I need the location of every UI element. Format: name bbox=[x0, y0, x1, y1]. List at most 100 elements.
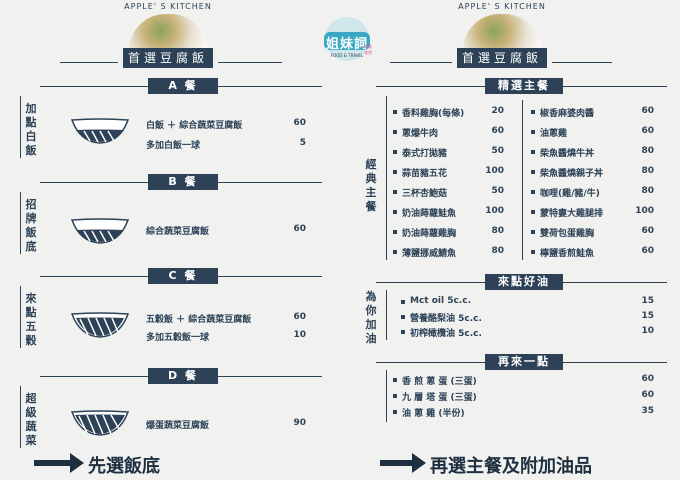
menu-item: 柴魚醬燒親子丼 bbox=[540, 169, 604, 179]
menu-item: 爆蛋蔬菜豆腐飯 bbox=[146, 421, 210, 431]
bullet-icon bbox=[393, 394, 397, 398]
bullet-icon bbox=[531, 110, 535, 114]
item-price: 10 bbox=[293, 330, 306, 340]
menu-item: 香 煎 蔥 蛋 (三蛋) bbox=[402, 377, 477, 387]
item-price: 60 bbox=[641, 374, 654, 384]
side-rule bbox=[386, 96, 387, 260]
bullet-icon bbox=[393, 230, 397, 234]
item-price: 80 bbox=[641, 146, 654, 156]
side-rule bbox=[20, 386, 21, 448]
item-price: 60 bbox=[293, 118, 306, 128]
item-price: 100 bbox=[485, 166, 504, 176]
menu-item: 多加白飯一球 bbox=[146, 141, 201, 151]
menu-item: 初榨橄欖油 5c.c. bbox=[410, 329, 482, 339]
item-price: 15 bbox=[641, 311, 654, 321]
divider bbox=[376, 282, 485, 283]
bullet-icon bbox=[393, 410, 397, 414]
item-price: 60 bbox=[641, 246, 654, 256]
menu-item: 咖哩(雞/豬/牛) bbox=[540, 189, 600, 199]
section-b-bar: B 餐 bbox=[148, 174, 218, 190]
item-price: 60 bbox=[293, 224, 306, 234]
side-rule bbox=[386, 370, 387, 422]
item-price: 80 bbox=[641, 186, 654, 196]
logo-sub: FOOD & TRAVEL bbox=[330, 53, 364, 58]
logo-side: 美食旅遊 bbox=[364, 44, 372, 55]
divider bbox=[218, 376, 322, 377]
logo: 姐妹詞 FOOD & TRAVEL 美食旅遊 bbox=[318, 8, 376, 66]
menu-item: Mct oil 5c.c. bbox=[410, 296, 471, 306]
bowl-icon bbox=[70, 118, 130, 144]
divider bbox=[218, 276, 322, 277]
menu-item: 營養酪梨油 5c.c. bbox=[410, 314, 482, 324]
divider bbox=[218, 86, 322, 87]
menu-item: 蒙特婁大雞腿排 bbox=[540, 209, 604, 219]
divider bbox=[563, 282, 667, 283]
arrow-icon bbox=[380, 460, 414, 466]
bullet-icon bbox=[393, 190, 397, 194]
divider bbox=[563, 362, 667, 363]
bullet-icon bbox=[531, 170, 535, 174]
bullet-icon bbox=[393, 378, 397, 382]
column-rule bbox=[522, 100, 523, 260]
menu-item: 白飯 ＋ 綜合蔬菜豆腐飯 bbox=[146, 121, 243, 131]
bullet-icon bbox=[531, 210, 535, 214]
item-price: 20 bbox=[491, 106, 504, 116]
brand-rule bbox=[218, 62, 282, 63]
menu-item: 三杯杏鮑菇 bbox=[402, 189, 448, 199]
brand-arc-text: APPLE' S KITCHEN bbox=[124, 2, 212, 11]
item-price: 60 bbox=[641, 390, 654, 400]
brand-rule bbox=[552, 62, 612, 63]
item-price: 60 bbox=[641, 126, 654, 136]
side-label-main: 經典主餐 bbox=[365, 158, 377, 213]
oil-bar: 來點好油 bbox=[485, 274, 563, 290]
side-label-oil: 為你加油 bbox=[365, 290, 377, 345]
section-a-bar: A 餐 bbox=[148, 78, 218, 94]
menu-item: 奶油蒔蘿鮭魚 bbox=[402, 209, 457, 219]
divider bbox=[40, 376, 148, 377]
menu-item: 五穀飯 ＋ 綜合蔬菜豆腐飯 bbox=[146, 315, 252, 325]
divider bbox=[40, 86, 148, 87]
bullet-icon bbox=[393, 250, 397, 254]
menu-item: 油 蔥 雞 (半份) bbox=[402, 409, 465, 419]
menu-item: 奶油蒔蘿雞胸 bbox=[402, 229, 457, 239]
divider bbox=[40, 276, 148, 277]
brand-rule bbox=[390, 62, 452, 63]
side-label-a: 加點白飯 bbox=[25, 102, 37, 157]
bullet-icon bbox=[393, 130, 397, 134]
left-brand: APPLE' S KITCHEN 首選豆腐飯 bbox=[113, 2, 223, 72]
bullet-icon bbox=[393, 170, 397, 174]
bowl-icon bbox=[70, 218, 130, 244]
menu-item: 綜合蔬菜豆腐飯 bbox=[146, 227, 210, 237]
side-label-d: 超級蔬菜 bbox=[25, 392, 37, 447]
divider bbox=[376, 362, 485, 363]
main-bar: 精選主餐 bbox=[485, 78, 563, 94]
item-price: 60 bbox=[641, 106, 654, 116]
brand-rule bbox=[60, 62, 118, 63]
divider bbox=[376, 86, 485, 87]
menu-item: 檸鹽香煎鮭魚 bbox=[540, 249, 595, 259]
bullet-icon bbox=[401, 330, 405, 334]
item-price: 50 bbox=[491, 186, 504, 196]
arrow-icon bbox=[34, 460, 72, 466]
item-price: 60 bbox=[293, 312, 306, 322]
item-price: 35 bbox=[641, 406, 654, 416]
side-rule bbox=[20, 192, 21, 254]
arrow-head-icon bbox=[412, 453, 426, 473]
item-price: 15 bbox=[641, 296, 654, 306]
item-price: 100 bbox=[635, 206, 654, 216]
bullet-icon bbox=[531, 130, 535, 134]
side-label-b: 招牌飯底 bbox=[25, 198, 37, 253]
left-footer: 先選飯底 bbox=[88, 456, 160, 477]
bullet-icon bbox=[393, 150, 397, 154]
divider bbox=[563, 86, 667, 87]
side-rule bbox=[386, 290, 387, 340]
menu-item: 泰式打拋豬 bbox=[402, 149, 448, 159]
section-c-bar: C 餐 bbox=[148, 268, 218, 284]
bullet-icon bbox=[393, 210, 397, 214]
item-price: 80 bbox=[491, 246, 504, 256]
section-d-bar: D 餐 bbox=[148, 368, 218, 384]
brand-banner: 首選豆腐飯 bbox=[457, 48, 547, 68]
bullet-icon bbox=[531, 150, 535, 154]
bullet-icon bbox=[401, 315, 405, 319]
item-price: 100 bbox=[485, 206, 504, 216]
